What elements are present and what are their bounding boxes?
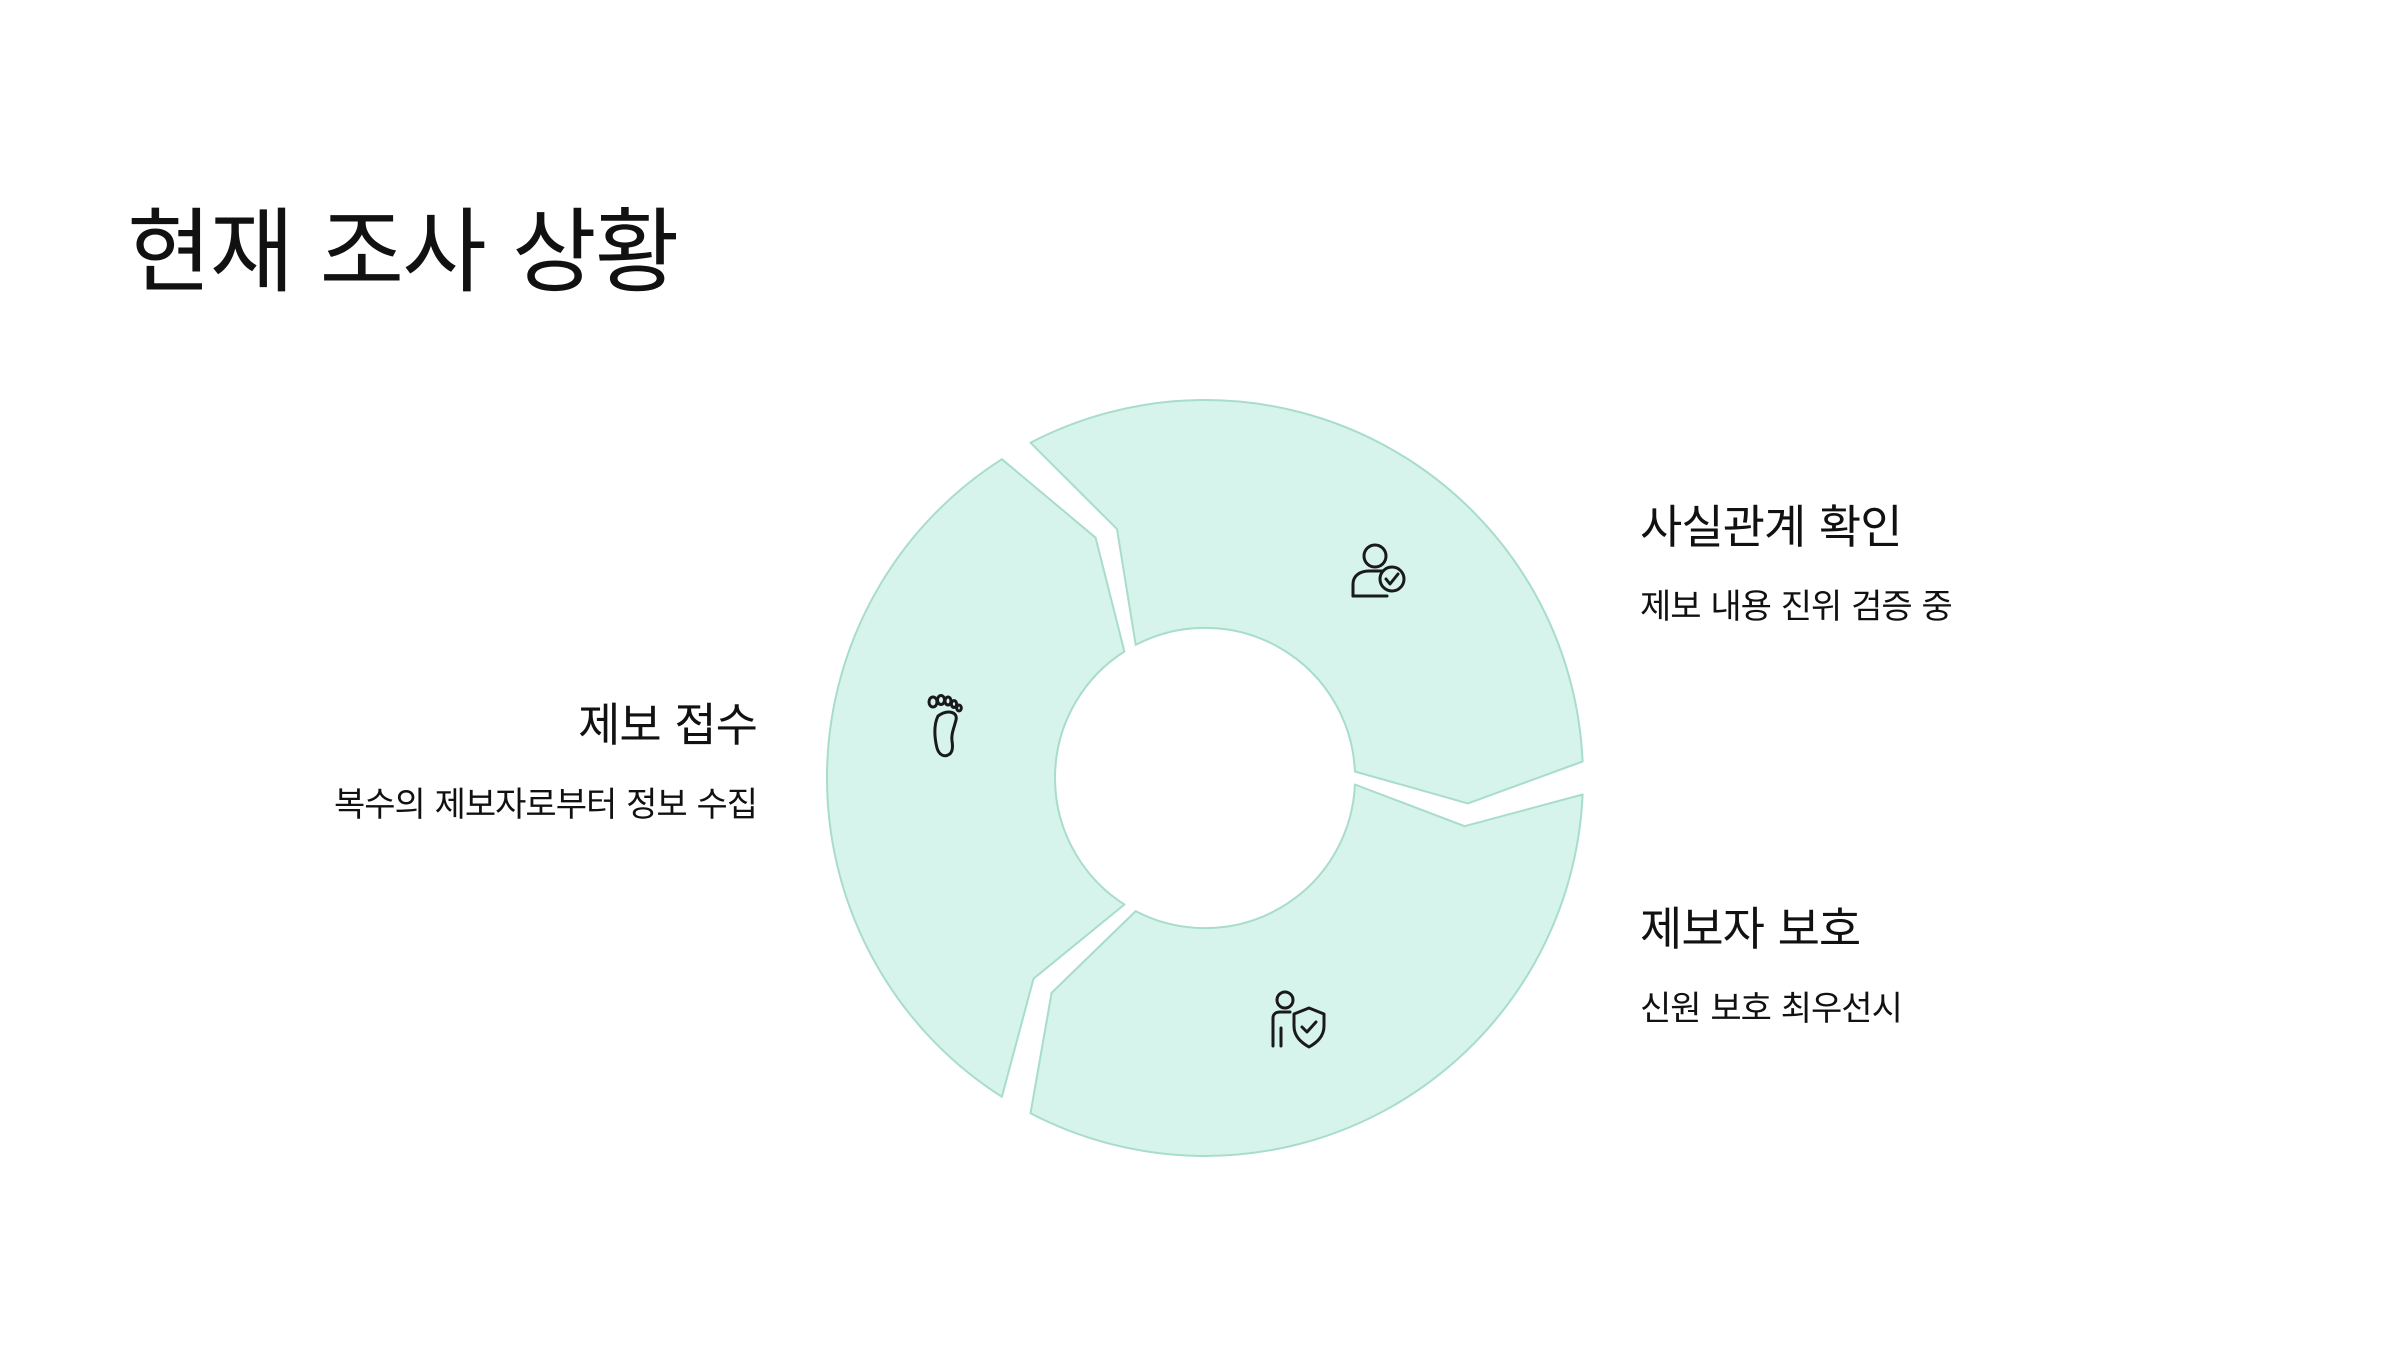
step-report-received: 제보 접수 복수의 제보자로부터 정보 수집 — [333, 698, 758, 826]
user-check-icon — [1351, 543, 1406, 598]
step-fact-check: 사실관계 확인 제보 내용 진위 검증 중 — [1640, 500, 1953, 628]
page-title: 현재 조사 상황 — [127, 199, 679, 306]
segment-bottom — [1029, 783, 1584, 1157]
segment-left — [826, 458, 1126, 1098]
step-description: 신원 보호 최우선시 — [1640, 989, 1903, 1030]
step-title: 제보자 보호 — [1640, 902, 1861, 956]
person-shield-icon — [1271, 990, 1326, 1049]
step-description: 제보 내용 진위 검증 중 — [1640, 587, 1953, 628]
step-title: 사실관계 확인 — [1640, 500, 1903, 554]
step-title: 제보 접수 — [578, 698, 758, 752]
footprint-icon — [927, 694, 963, 758]
step-description: 복수의 제보자로부터 정보 수집 — [333, 785, 758, 826]
step-informant-protection: 제보자 보호 신원 보호 최우선시 — [1640, 902, 1903, 1030]
segment-top — [1029, 399, 1584, 805]
